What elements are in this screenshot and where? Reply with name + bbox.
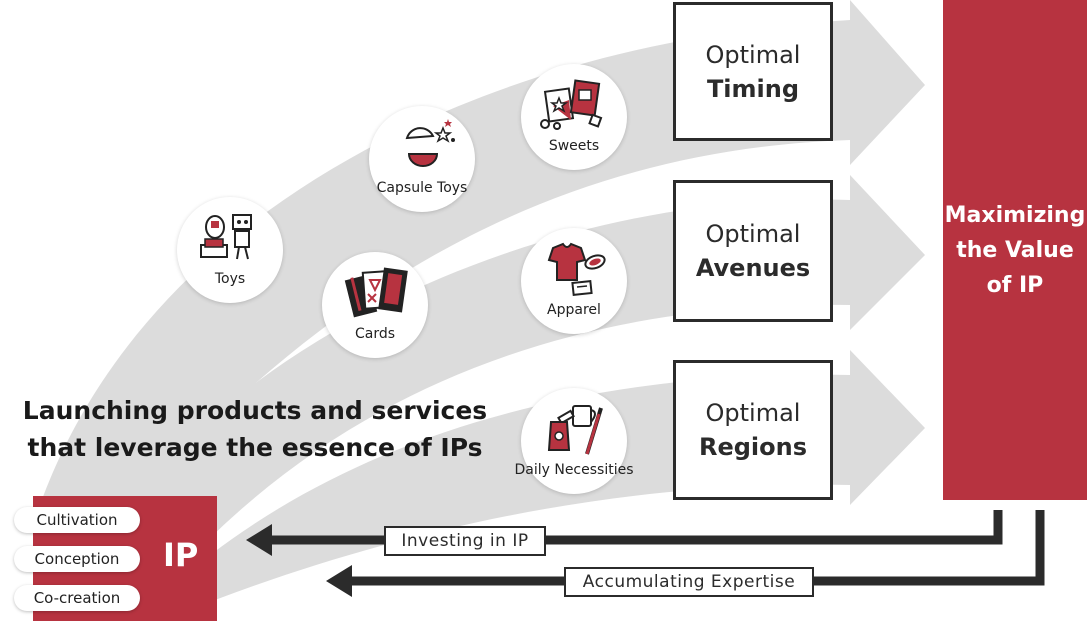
box-optimal-regions: Optimal Regions [673,360,833,500]
timing-line2: Timing [706,74,800,103]
sweets-label: Sweets [548,138,600,154]
toys-icon [200,214,252,260]
box-optimal-timing: Optimal Timing [673,2,833,141]
headline-line1: Launching products and services [22,396,488,425]
regions-line1: Optimal [705,399,801,427]
product-sweets: Sweets [521,64,627,170]
result-line2: the Value [956,237,1074,263]
apparel-icon [547,242,606,297]
toys-label: Toys [214,271,246,287]
capsule-toy-icon [405,119,455,167]
pill-conception: Conception [14,546,140,572]
result-line1: Maximizing [944,202,1086,228]
product-capsule-toys: Capsule Toys [369,106,475,212]
apparel-label: Apparel [547,302,601,318]
product-daily-necessities: Daily Necessities [514,388,634,494]
avenues-line2: Avenues [695,254,811,282]
sweets-icon [540,79,603,130]
cards-label: Cards [354,326,396,342]
investing-in-ip-label: Investing in IP [384,526,546,556]
headline: Launching products and services that lev… [20,392,490,466]
accumulating-arrowhead [326,565,352,597]
daily-necessities-label: Daily Necessities [514,462,634,478]
headline-line2: that leverage the essence of IPs [27,433,483,462]
regions-line2: Regions [698,433,808,461]
product-cards: Cards [322,252,428,358]
maximizing-value-bar: Maximizing the Value of IP [943,0,1087,500]
capsule-toys-label: Capsule Toys [376,180,468,196]
accumulating-expertise-label: Accumulating Expertise [564,567,814,597]
investing-arrowhead [246,524,272,556]
product-toys: Toys [177,197,283,303]
cards-icon [344,267,408,318]
pill-cultivation: Cultivation [14,507,140,533]
product-apparel: Apparel [521,228,627,334]
daily-necessities-icon [547,405,603,455]
avenues-line1: Optimal [705,220,801,248]
timing-line1: Optimal [705,40,801,69]
box-optimal-avenues: Optimal Avenues [673,180,833,322]
pill-co-creation: Co-creation [14,585,140,611]
result-line3: of IP [986,272,1044,298]
ip-label: IP [163,536,199,574]
